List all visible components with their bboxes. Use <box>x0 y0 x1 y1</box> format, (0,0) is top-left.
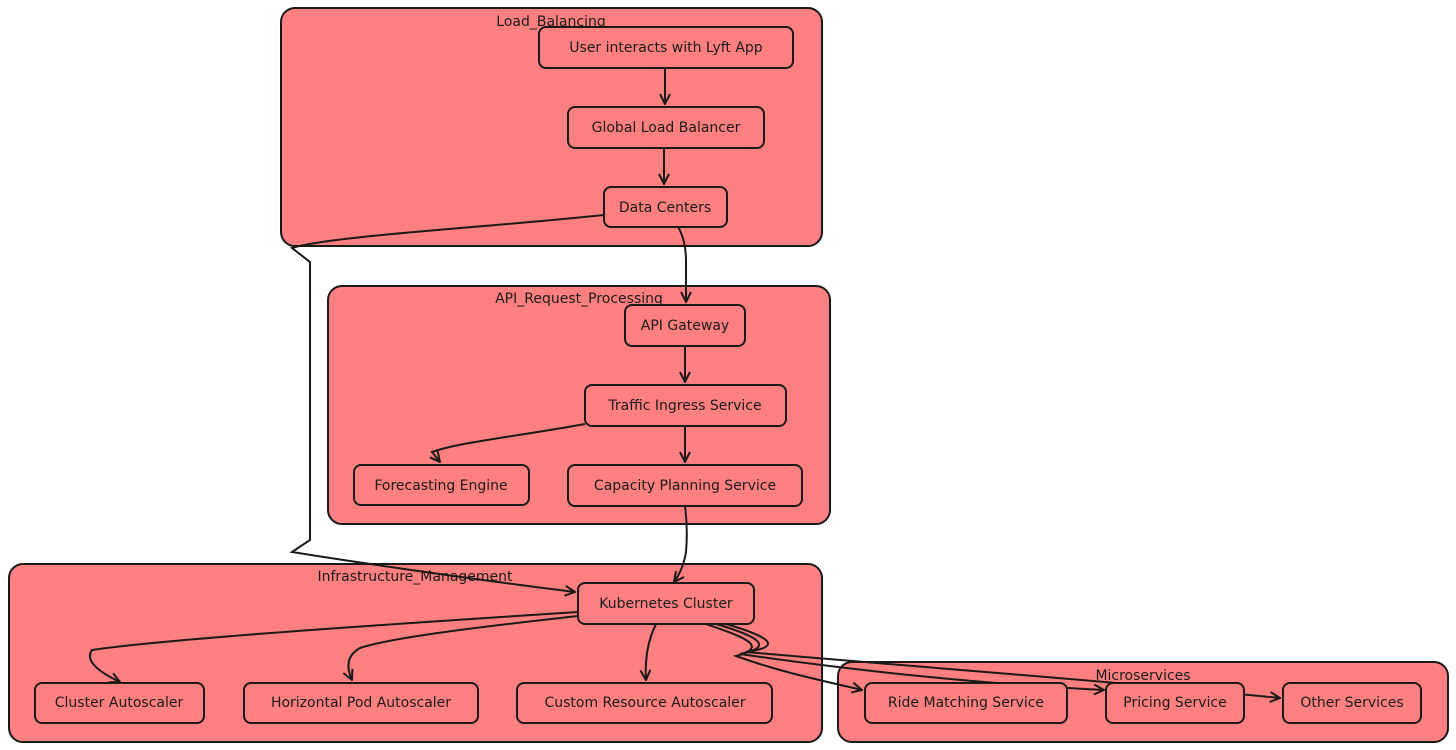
node-traffic-ingress[interactable]: Traffic Ingress Service <box>584 384 787 427</box>
node-pricing[interactable]: Pricing Service <box>1105 682 1245 724</box>
edge-data-centers-to-api-gateway <box>677 226 686 302</box>
node-data-centers[interactable]: Data Centers <box>603 186 728 228</box>
node-forecasting[interactable]: Forecasting Engine <box>353 464 530 506</box>
group-label-microservices: Microservices <box>1095 668 1190 684</box>
node-label-ride-matching: Ride Matching Service <box>888 695 1044 711</box>
node-hpa[interactable]: Horizontal Pod Autoscaler <box>243 682 479 724</box>
edge-kubernetes-to-ride-matching <box>705 623 862 690</box>
node-label-capacity-planning: Capacity Planning Service <box>594 478 776 494</box>
edge-kubernetes-to-hpa <box>348 615 579 680</box>
edge-kubernetes-to-custom-autoscaler <box>646 623 657 680</box>
node-label-forecasting: Forecasting Engine <box>374 478 507 494</box>
node-cluster-autoscaler[interactable]: Cluster Autoscaler <box>34 682 205 724</box>
group-label-infrastructure-management: Infrastructure_Management <box>317 569 513 585</box>
edge-capacity-planning-to-kubernetes <box>674 505 688 582</box>
edge-kubernetes-to-cluster-autoscaler <box>89 611 579 682</box>
node-ride-matching[interactable]: Ride Matching Service <box>864 682 1068 724</box>
node-label-global-lb: Global Load Balancer <box>592 120 741 136</box>
node-custom-autoscaler[interactable]: Custom Resource Autoscaler <box>516 682 773 724</box>
node-label-data-centers: Data Centers <box>619 200 711 216</box>
node-label-api-gateway: API Gateway <box>641 318 729 334</box>
node-label-traffic-ingress: Traffic Ingress Service <box>607 398 761 414</box>
edge-traffic-ingress-to-forecasting <box>432 423 586 462</box>
node-other-services[interactable]: Other Services <box>1282 682 1422 724</box>
node-label-cluster-autoscaler: Cluster Autoscaler <box>55 695 184 711</box>
node-label-other-services: Other Services <box>1300 695 1403 711</box>
node-api-gateway[interactable]: API Gateway <box>624 304 746 347</box>
node-label-kubernetes: Kubernetes Cluster <box>599 596 733 612</box>
node-label-user-app: User interacts with Lyft App <box>569 40 763 56</box>
node-label-hpa: Horizontal Pod Autoscaler <box>271 695 451 711</box>
node-kubernetes[interactable]: Kubernetes Cluster <box>577 582 755 625</box>
edge-data-centers-to-kubernetes <box>289 214 605 592</box>
node-capacity-planning[interactable]: Capacity Planning Service <box>567 464 803 507</box>
group-label-api-request-processing: API_Request_Processing <box>495 291 663 307</box>
node-global-lb[interactable]: Global Load Balancer <box>567 106 765 149</box>
node-user-app[interactable]: User interacts with Lyft App <box>538 26 794 69</box>
node-label-pricing: Pricing Service <box>1123 695 1226 711</box>
node-label-custom-autoscaler: Custom Resource Autoscaler <box>544 695 745 711</box>
